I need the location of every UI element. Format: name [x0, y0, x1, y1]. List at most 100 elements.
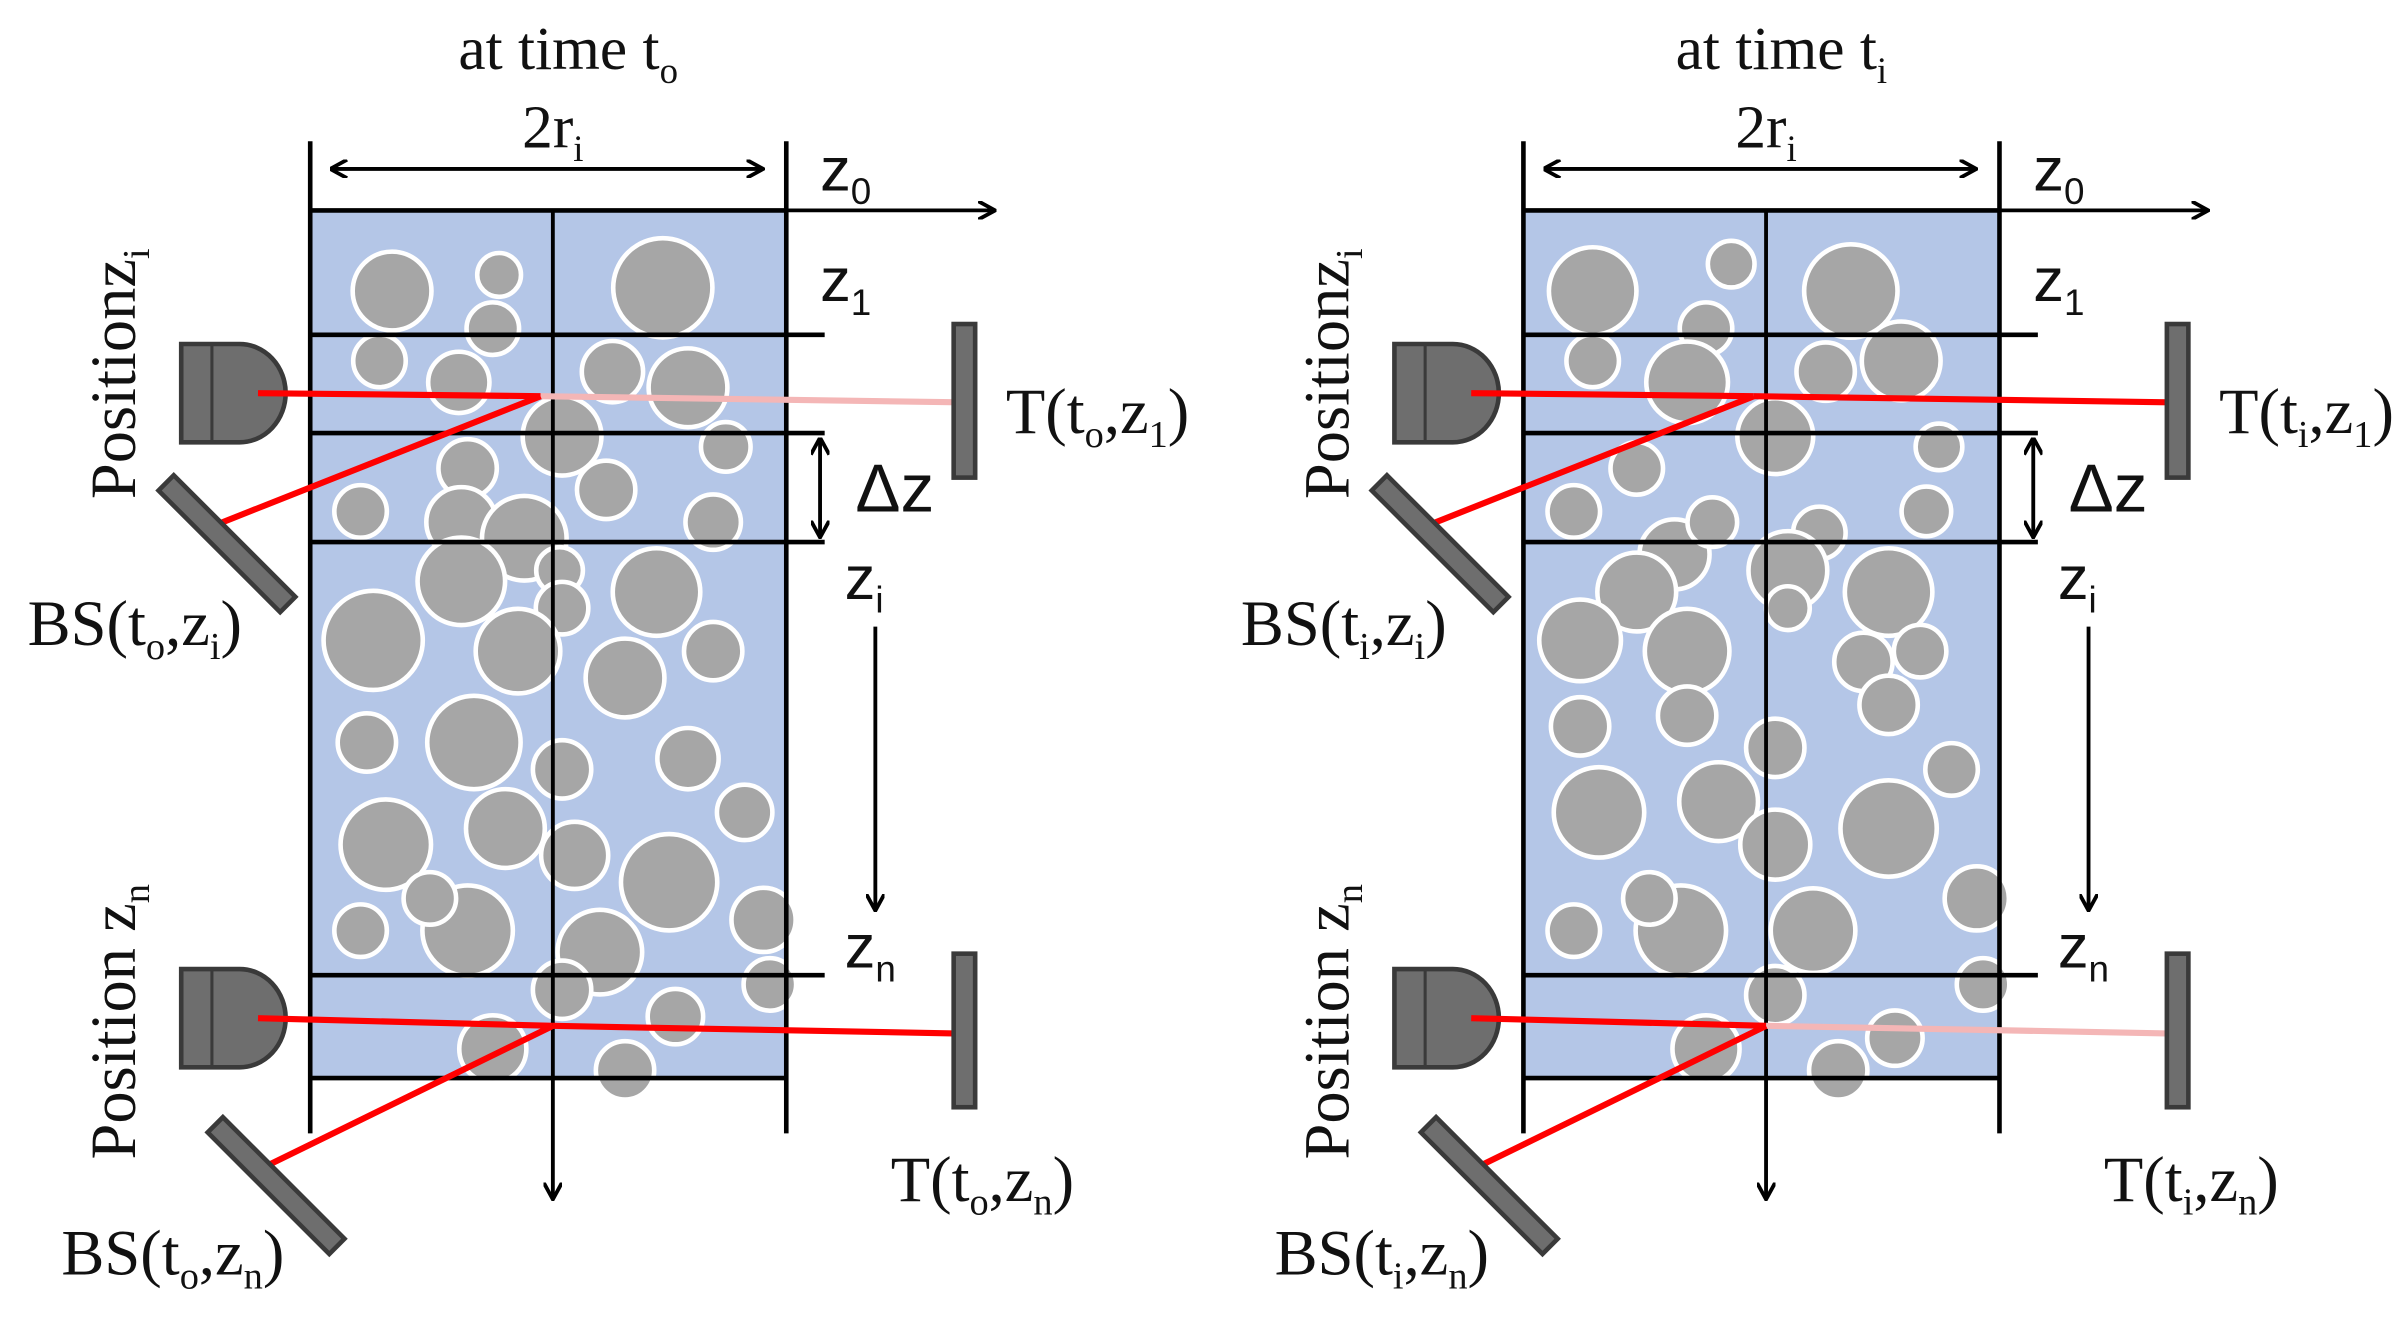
position-label-lower-text: Position z — [1291, 903, 1362, 1159]
transmission-label-upper: T(ti,z1) — [2219, 376, 2394, 456]
position-label-lower-text: Position z — [78, 903, 149, 1159]
backscatter-label-lower-text: BS(t — [61, 1218, 179, 1289]
delta-z-label: Δz — [2069, 451, 2148, 526]
panel-title: at time to — [458, 15, 678, 91]
particle — [1551, 764, 1647, 860]
z1-label: z1 — [820, 246, 871, 323]
particle — [574, 458, 638, 522]
backscatter-label-upper-text: ,z — [1370, 588, 1415, 659]
particle — [530, 958, 594, 1022]
transmission-label-upper: T(to,z1) — [1006, 376, 1189, 456]
width-label: 2ri — [1735, 93, 1796, 169]
laser-beam-incident-upper — [1471, 390, 1754, 400]
laser-beam-backscatter-upper — [1427, 393, 1755, 529]
transmission-label-upper-subscript: 1 — [2353, 414, 2372, 456]
particle — [1838, 778, 1940, 879]
z1-label-subscript: 1 — [2064, 282, 2085, 323]
backscatter-detector-upper — [155, 472, 299, 616]
particle — [1763, 583, 1813, 633]
position-label-upper: Positionzi — [1291, 248, 1371, 499]
laser-beam-incident-upper — [257, 390, 541, 400]
particle — [1913, 421, 1965, 473]
panel-title-subscript: i — [1877, 50, 1887, 91]
transmission-label-upper-text: ) — [1168, 376, 1189, 447]
particle — [1546, 244, 1639, 338]
transmission-label-upper-subscript: i — [2298, 414, 2309, 456]
particle — [1735, 395, 1816, 477]
z1-label-text: z — [820, 246, 851, 315]
backscatter-detector-lower — [204, 1113, 348, 1258]
particle — [1676, 759, 1761, 844]
transmission-label-upper-text: ,z — [2309, 376, 2354, 447]
particle — [474, 250, 524, 300]
particle — [332, 902, 390, 960]
particle — [1548, 694, 1612, 758]
position-label-upper-text: Positionz — [1291, 259, 1362, 499]
particle — [729, 885, 798, 955]
panel-title: at time ti — [1676, 15, 1887, 91]
particle — [593, 1038, 657, 1102]
particle — [530, 737, 594, 801]
backscatter-detector-upper — [1368, 472, 1512, 616]
position-label-lower: Position zn — [1291, 884, 1371, 1159]
position-label-lower-subscript: n — [1329, 884, 1371, 903]
particle-group — [1536, 238, 2012, 1102]
transmission-label-lower: T(ti,zn) — [2104, 1144, 2279, 1224]
particle — [741, 955, 799, 1013]
transmission-label-lower-text: T(t — [2104, 1144, 2183, 1215]
transmission-label-lower-subscript: i — [2183, 1182, 2194, 1224]
backscatter-label-upper-subscript: i — [210, 626, 221, 668]
backscatter-label-upper: BS(to,zi) — [28, 588, 242, 668]
laser-beam-transmitted-upper — [540, 393, 960, 406]
z0-label-text: z — [2033, 135, 2064, 204]
laser-beam-incident-lower — [1471, 1015, 1767, 1029]
particle — [425, 349, 492, 416]
zi-label-subscript: i — [2089, 580, 2097, 621]
particle — [681, 619, 745, 683]
particle — [1705, 238, 1757, 290]
backscatter-label-lower-text: ) — [263, 1218, 284, 1289]
particle — [1642, 606, 1732, 696]
width-label-subscript: i — [573, 128, 583, 169]
particle — [1564, 332, 1622, 390]
z0-label: z0 — [820, 135, 871, 212]
particle — [415, 535, 508, 628]
backscatter-label-lower-subscript: i — [1393, 1255, 1404, 1297]
particle — [321, 588, 426, 693]
position-label-upper: Positionzi — [78, 248, 158, 499]
particle — [618, 831, 720, 933]
backscatter-label-upper: BS(ti,zi) — [1241, 588, 1447, 668]
particle — [332, 482, 390, 540]
backscatter-label-upper-subscript: o — [146, 626, 165, 668]
backscatter-label-upper-subscript: i — [1359, 626, 1370, 668]
z1-label-subscript: 1 — [851, 282, 871, 323]
zn-label-subscript: n — [875, 948, 895, 989]
particle — [1737, 807, 1813, 882]
particle — [350, 249, 434, 333]
zi-label-subscript: i — [875, 580, 883, 621]
transmission-label-upper-subscript: 1 — [1149, 414, 1168, 456]
laser-beam-backscatter-upper — [213, 393, 542, 529]
zi-label: zi — [2058, 544, 2097, 621]
particle — [473, 606, 563, 696]
particle — [1595, 550, 1679, 634]
backscatter-label-lower-text: BS(t — [1275, 1218, 1393, 1289]
particle — [683, 492, 744, 553]
transmission-label-lower-subscript: n — [1033, 1182, 1052, 1224]
position-label-upper-text: Positionz — [78, 259, 149, 499]
backscatter-label-upper-text: ) — [1425, 588, 1446, 659]
backscatter-detector-lower — [1417, 1113, 1561, 1258]
transmission-label-lower-text: ,z — [2193, 1144, 2238, 1215]
laser-beam-backscatter-lower — [262, 1023, 555, 1170]
backscatter-label-upper-subscript: i — [1415, 626, 1426, 668]
transmission-label-upper-text: T(t — [1006, 376, 1085, 447]
backscatter-label-lower-text: ,z — [1404, 1218, 1449, 1289]
laser-beam-transmitted-lower — [1765, 1022, 2174, 1037]
transmission-label-upper-text: ) — [2372, 376, 2393, 447]
transmission-label-lower: T(to,zn) — [891, 1144, 1074, 1224]
z1-label-text: z — [2033, 246, 2064, 315]
particle — [335, 711, 399, 774]
